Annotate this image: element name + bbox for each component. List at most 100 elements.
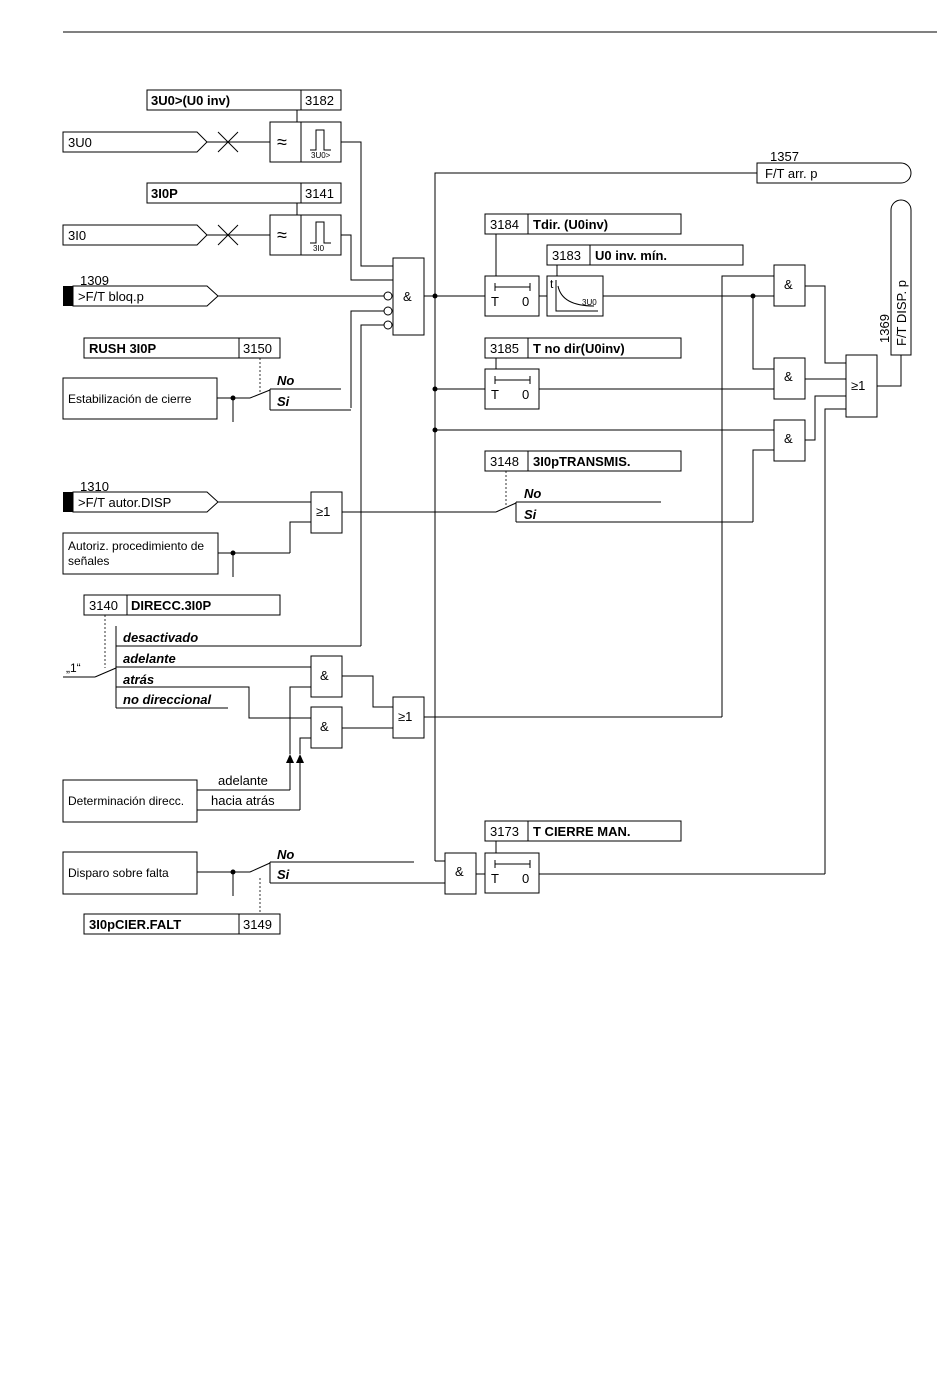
and-gate-cierre: & bbox=[444, 852, 477, 895]
timer-3173: T 0 bbox=[484, 852, 540, 894]
param-3150: RUSH 3I0P 3150 bbox=[83, 337, 281, 359]
param-3182: 3U0>(U0 inv) 3182 bbox=[146, 89, 342, 111]
input-3i0: 3I0 bbox=[62, 224, 208, 246]
direcc-no-direccional: no direccional bbox=[123, 692, 212, 707]
param-3173-label: T CIERRE MAN. bbox=[533, 824, 631, 839]
block-determinacion: Determinación direcc. adelante hacia atr… bbox=[62, 773, 300, 823]
param-3183-number: 3183 bbox=[552, 248, 581, 263]
timer-3184-zero: 0 bbox=[522, 294, 529, 309]
threshold-u0-label: 3U0> bbox=[311, 151, 331, 160]
switch-3149-si: Si bbox=[277, 867, 290, 882]
param-3185-number: 3185 bbox=[490, 341, 519, 356]
input-bloq-number: 1309 bbox=[80, 273, 109, 288]
threshold-icon bbox=[310, 129, 331, 151]
output-disp-label: F/T DISP. p bbox=[894, 280, 909, 346]
direcc-desactivado: desactivado bbox=[123, 630, 198, 645]
threshold-icon bbox=[310, 221, 331, 244]
param-3173-number: 3173 bbox=[490, 824, 519, 839]
input-bloq: >F/T bloq.p bbox=[63, 285, 219, 307]
or-gate-right-label: ≥1 bbox=[851, 378, 865, 393]
timer-3184-t: T bbox=[491, 294, 499, 309]
param-3182-number: 3182 bbox=[305, 93, 334, 108]
input-3u0-label: 3U0 bbox=[68, 135, 92, 150]
or-gate-autor: ≥1 bbox=[310, 491, 343, 534]
param-3148-label: 3I0pTRANSMIS. bbox=[533, 454, 631, 469]
block-disparo-label: Disparo sobre falta bbox=[68, 866, 169, 880]
param-3184-number: 3184 bbox=[490, 217, 519, 232]
arrow-up-icon bbox=[286, 754, 294, 763]
param-3140: 3140 DIRECC.3I0P bbox=[83, 594, 281, 616]
and-gate-r3-label: & bbox=[784, 431, 793, 446]
param-3148-number: 3148 bbox=[490, 454, 519, 469]
and-gate-r2-label: & bbox=[784, 369, 793, 384]
input-3u0: 3U0 bbox=[62, 131, 208, 153]
block-autorizacion-line1: Autoriz. procedimiento de bbox=[68, 539, 204, 553]
input-bloq-label: >F/T bloq.p bbox=[78, 289, 144, 304]
param-3185-label: T no dir(U0inv) bbox=[533, 341, 625, 356]
switch-3150-no: No bbox=[277, 373, 294, 388]
and-gate-main: & bbox=[383, 257, 425, 336]
and-gate-adelante-label: & bbox=[320, 668, 329, 683]
and-gate-atras: & bbox=[310, 706, 343, 749]
switch-3150-si: Si bbox=[277, 394, 290, 409]
or-gate-right: ≥1 bbox=[845, 354, 878, 418]
output-arr-label: F/T arr. p bbox=[765, 166, 818, 181]
param-3184-label: Tdir. (U0inv) bbox=[533, 217, 608, 232]
switch-3149-no: No bbox=[277, 847, 294, 862]
timer-3185-t: T bbox=[491, 387, 499, 402]
switch-3148-si: Si bbox=[524, 507, 537, 522]
threshold-i0-label: 3I0 bbox=[313, 244, 325, 253]
and-gate-main-label: & bbox=[403, 289, 412, 304]
block-autorizacion-line2: señales bbox=[68, 554, 109, 568]
switch-contact bbox=[495, 502, 517, 513]
param-3141: 3I0P 3141 bbox=[146, 182, 342, 204]
curve-t-label: t bbox=[550, 277, 554, 291]
direcc-one-label: „1“ bbox=[66, 661, 81, 675]
param-3183-label: U0 inv. mín. bbox=[595, 248, 667, 263]
filter-threshold-u0: ≈ 3U0> bbox=[269, 121, 342, 163]
timer-3184: T 0 bbox=[484, 275, 540, 317]
output-arr-number: 1357 bbox=[770, 149, 799, 164]
or-gate-autor-label: ≥1 bbox=[316, 504, 330, 519]
input-autor-number: 1310 bbox=[80, 479, 109, 494]
param-3184: 3184 Tdir. (U0inv) bbox=[484, 213, 682, 235]
filter-threshold-i0: ≈ 3I0 bbox=[269, 214, 342, 256]
block-estabilizacion-label: Estabilización de cierre bbox=[68, 392, 192, 406]
and-gate-r1-label: & bbox=[784, 277, 793, 292]
inverse-curve-icon bbox=[557, 285, 595, 307]
inverse-curve-3183: t 3U0 bbox=[546, 275, 604, 317]
switch-contact bbox=[249, 389, 271, 399]
direcc-atras: atrás bbox=[123, 672, 154, 687]
arrow-up-icon bbox=[296, 754, 304, 763]
param-3149-number: 3149 bbox=[243, 917, 272, 932]
param-3141-label: 3I0P bbox=[151, 186, 178, 201]
and-gate-cierre-label: & bbox=[455, 864, 464, 879]
param-3149-label: 3I0pCIER.FALT bbox=[89, 917, 181, 932]
param-3149: 3I0pCIER.FALT 3149 bbox=[83, 913, 281, 935]
and-gate-atras-label: & bbox=[320, 719, 329, 734]
direcc-adelante: adelante bbox=[123, 651, 176, 666]
timer-3173-zero: 0 bbox=[522, 871, 529, 886]
and-gate-r1: & bbox=[773, 264, 806, 307]
block-autorizacion: Autoriz. procedimiento de señales bbox=[62, 532, 219, 575]
param-3182-label: 3U0>(U0 inv) bbox=[151, 93, 230, 108]
param-3140-label: DIRECC.3I0P bbox=[131, 598, 212, 613]
selector-contact bbox=[94, 667, 117, 678]
timer-3185-zero: 0 bbox=[522, 387, 529, 402]
param-3183: 3183 U0 inv. mín. bbox=[546, 244, 744, 266]
output-arr: F/T arr. p bbox=[756, 162, 912, 184]
output-disp-number: 1369 bbox=[877, 314, 892, 343]
param-3148: 3148 3I0pTRANSMIS. bbox=[484, 450, 682, 472]
output-disp: F/T DISP. p bbox=[890, 199, 912, 356]
curve-u0-label: 3U0 bbox=[582, 298, 597, 307]
timer-3173-t: T bbox=[491, 871, 499, 886]
block-estabilizacion: Estabilización de cierre bbox=[62, 377, 218, 420]
block-disparo: Disparo sobre falta bbox=[62, 851, 198, 895]
filter-icon: ≈ bbox=[277, 225, 287, 245]
param-3141-number: 3141 bbox=[305, 186, 334, 201]
param-3140-number: 3140 bbox=[89, 598, 118, 613]
block-determinacion-label: Determinación direcc. bbox=[68, 794, 184, 808]
or-gate-direcc-label: ≥1 bbox=[398, 709, 412, 724]
param-3150-number: 3150 bbox=[243, 341, 272, 356]
